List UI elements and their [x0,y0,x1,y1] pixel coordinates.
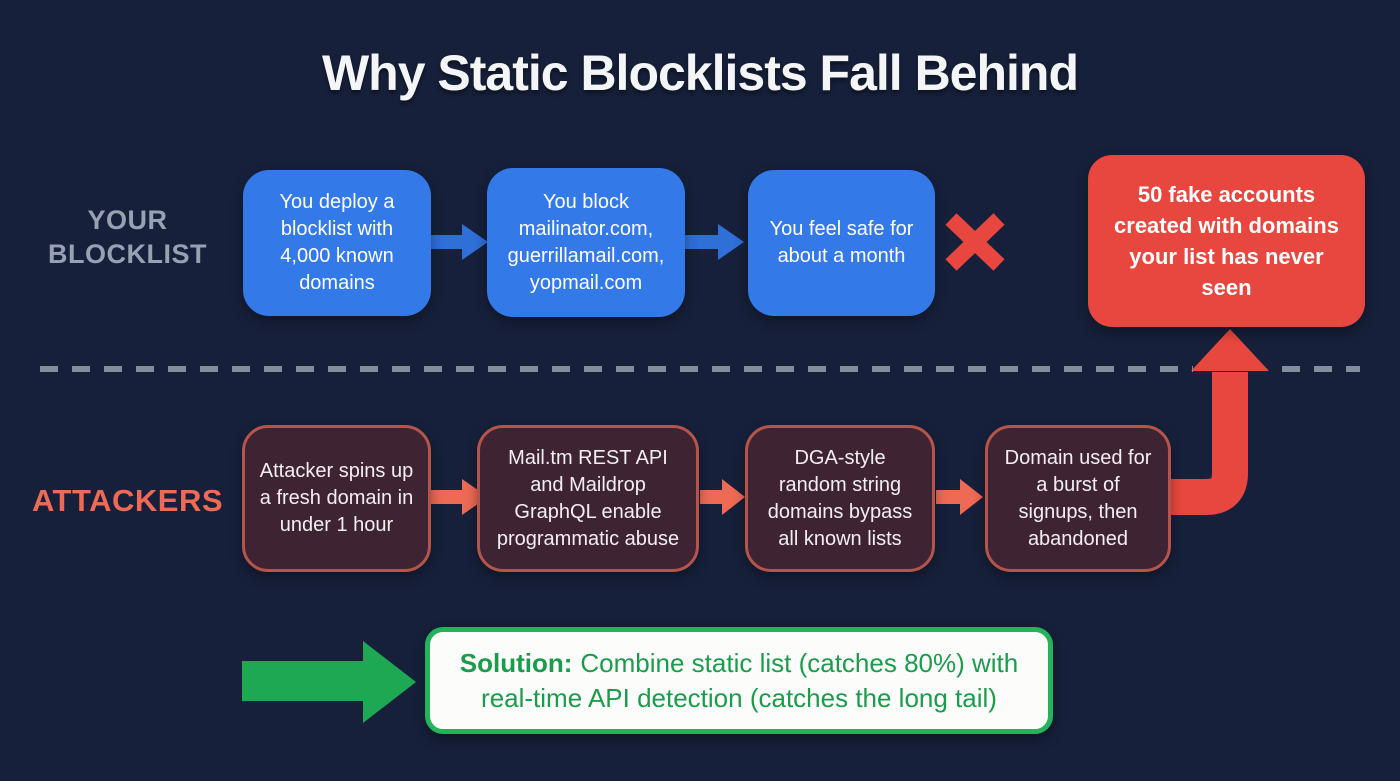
solution-text: Solution:Combine static list (catches 80… [452,646,1026,715]
solution-label: Solution: [459,648,573,679]
attacker-step-4-text: Domain used for a burst of signups, then… [1004,446,1152,550]
solution-box: Solution:Combine static list (catches 80… [425,627,1053,734]
blocklist-row-label: YOUR BLOCKLIST [48,205,207,269]
attacker-step-2-text: Mail.tm REST API and Maildrop GraphQL en… [496,446,680,550]
flow-arrow-icon [431,224,488,260]
attacker-step-3: DGA-style random string domains bypass a… [745,425,935,572]
divider-dashed-line [1282,366,1360,372]
flow-arrow-icon [936,479,983,515]
attacker-step-1-text: Attacker spins up a fresh domain in unde… [259,460,414,536]
blocklist-step-2-text: You block mailinator.com, guerrillamail.… [507,190,665,294]
blocklist-step-3: You feel safe for about a month [748,170,935,316]
attacker-step-2: Mail.tm REST API and Maildrop GraphQL en… [477,425,699,572]
blocklist-step-1: You deploy a blocklist with 4,000 known … [243,170,431,316]
outcome-box: 50 fake accounts created with domains yo… [1088,155,1365,327]
page-title: Why Static Blocklists Fall Behind [321,45,1079,101]
x-icon [945,213,1005,271]
blocklist-step-2: You block mailinator.com, guerrillamail.… [487,168,685,317]
attacker-step-4: Domain used for a burst of signups, then… [985,425,1171,572]
outcome-text: 50 fake accounts created with domains yo… [1114,181,1339,301]
attacker-step-3-text: DGA-style random string domains bypass a… [767,446,913,550]
flow-arrow-icon [685,224,744,260]
solution-body: Combine static list (catches 80%) with r… [481,648,1019,713]
flow-arrow-icon [431,479,488,515]
flow-arrow-icon [700,479,745,515]
blocklist-step-3-text: You feel safe for about a month [769,218,914,267]
attackers-row-label: ATTACKERS [31,483,224,518]
attacker-step-1: Attacker spins up a fresh domain in unde… [242,425,431,572]
solution-arrow-icon [242,641,416,723]
blocklist-step-1-text: You deploy a blocklist with 4,000 known … [279,191,395,294]
divider-dashed-line [40,366,1193,372]
curved-arrow-icon [1171,329,1269,515]
